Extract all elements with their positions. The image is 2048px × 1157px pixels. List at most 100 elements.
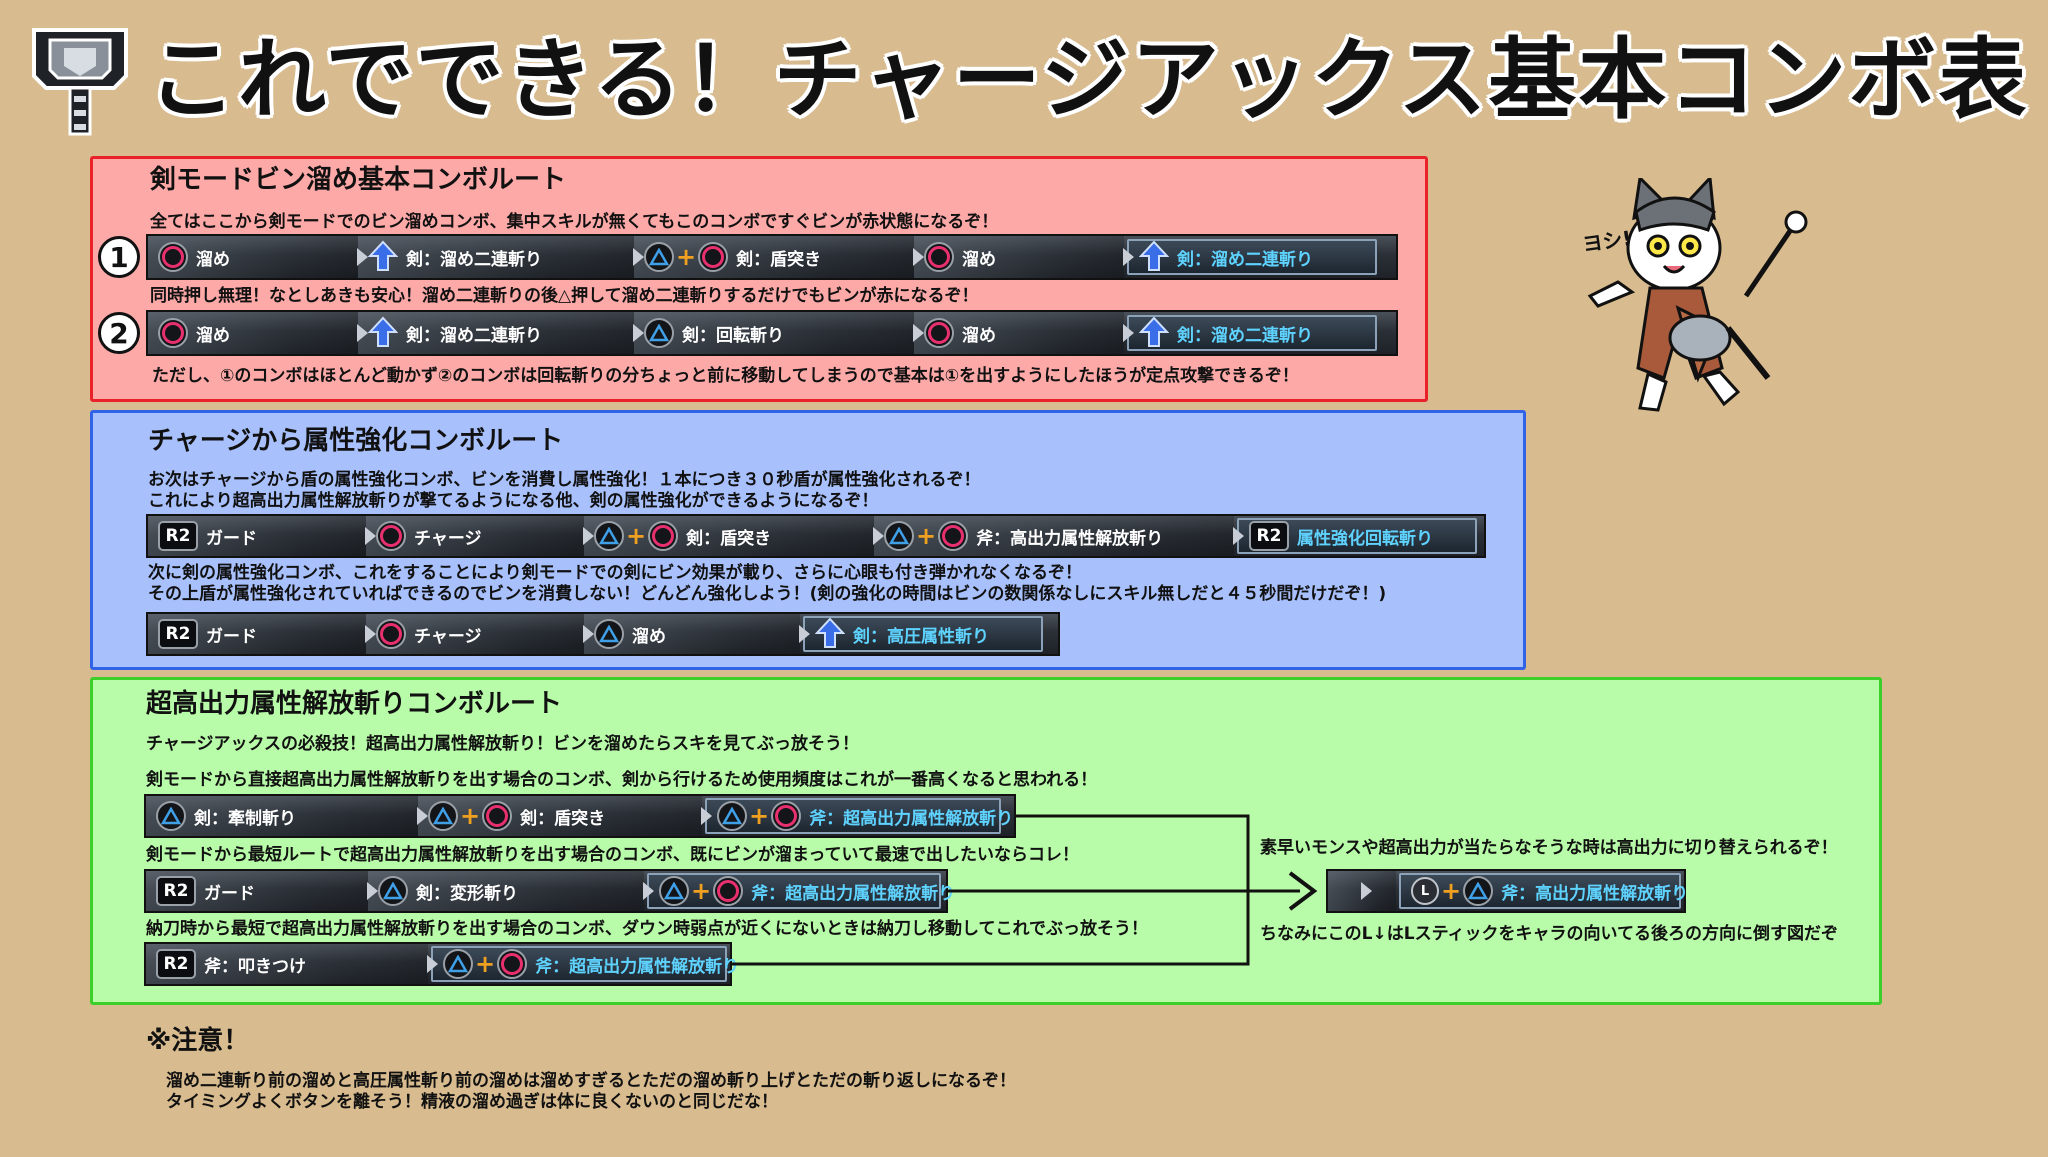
plus-icon: +	[916, 522, 937, 550]
step-arrow-icon	[417, 807, 428, 825]
combo-step: 溜め	[148, 236, 368, 278]
triangle-button-icon	[1463, 876, 1494, 906]
combo-step: 剣：牽制斬り	[146, 796, 428, 836]
circle-button-icon	[771, 801, 802, 831]
circle-button-icon	[497, 949, 528, 979]
plus-icon: +	[1441, 877, 1462, 905]
combo-final-step: 剣：高圧属性斬り	[803, 616, 1043, 652]
stick-up-arrow-icon	[368, 316, 398, 347]
sword-section-desc-2: 同時押し無理！なとしあきも安心！溜め二連斬りの後△押して溜め二連斬りするだけでも…	[150, 286, 979, 306]
combo-final-step: +斧：超高出力属性解放斬り	[647, 873, 955, 909]
combo-step: 剣：回転斬り	[634, 312, 924, 354]
charge-section-desc-4: その上盾が属性強化されていればできるのでビンを消費しない！どんどん強化しよう！(…	[148, 584, 1387, 604]
combo-final-step: 剣：溜め二連斬り	[1127, 315, 1377, 351]
combo-step: +剣：盾突き	[584, 516, 884, 556]
triangle-button-icon	[717, 801, 747, 831]
step-arrow-icon	[913, 248, 924, 266]
plus-icon: +	[749, 802, 770, 830]
plus-icon: +	[676, 243, 697, 271]
sael-section-desc-2: 剣モードから直接超高出力属性解放斬りを出す場合のコンボ、剣から行けるため使用頻度…	[146, 770, 1098, 790]
stick-up-arrow-icon	[1139, 240, 1169, 271]
combo-step: 剣：溜め二連斬り	[358, 236, 644, 278]
step-arrow-icon	[633, 324, 644, 342]
sword-section-desc-1: 全てはここから剣モードでのビン溜めコンボ、集中スキルが無くてもこのコンボですぐビ…	[150, 212, 999, 232]
circle-button-icon	[376, 521, 406, 551]
combo-step: チャージ	[366, 516, 594, 556]
step-arrow-icon	[583, 625, 594, 643]
step-arrow-icon	[367, 882, 378, 900]
charge-axe-crest-icon	[32, 28, 128, 136]
sword-section-title: 剣モードビン溜め基本コンボルート	[150, 165, 567, 195]
combo-number-1: 1	[98, 236, 140, 278]
triangle-button-icon	[594, 521, 624, 551]
step-arrow-icon	[365, 625, 376, 643]
charge-section-desc-3: 次に剣の属性強化コンボ、これをすることにより剣モードでの剣にビン効果が載り、さら…	[148, 563, 1082, 583]
charge-section-desc-1: お次はチャージから盾の属性強化コンボ、ビンを消費し属性強化！１本につき３０秒盾が…	[148, 470, 981, 490]
combo-final-step: L+斧：高出力属性解放斬り	[1399, 873, 1688, 909]
sael-side-combo-bar: L+斧：高出力属性解放斬り	[1326, 869, 1688, 913]
triangle-button-icon	[884, 521, 914, 551]
combo-step: +斧：高出力属性解放斬り	[874, 516, 1244, 556]
step-arrow-icon	[873, 527, 884, 545]
circle-button-icon	[924, 318, 954, 348]
circle-button-icon	[713, 876, 744, 906]
charge-section-desc-2: これにより超高出力属性解放斬りが撃てるようになる他、剣の属性強化ができるようにな…	[148, 491, 879, 511]
sael-section-title: 超高出力属性解放斬りコンボルート	[146, 689, 563, 719]
step-arrow-icon	[427, 955, 438, 973]
circle-button-icon	[648, 521, 679, 551]
sael-section-desc-4: 納刀時から最短で超高出力属性解放斬りを出す場合のコンボ、ダウン時弱点が近くにない…	[146, 919, 1148, 939]
r2-button-icon: R2	[1249, 521, 1289, 551]
sword-combo-2-bar: 溜め 剣：溜め二連斬り 剣：回転斬り 溜め 剣：溜め二連斬り	[146, 310, 1398, 356]
sword-combo-1-bar: 溜め 剣：溜め二連斬り +剣：盾突き 溜め 剣：溜め二連斬り	[146, 234, 1398, 280]
mascot-speech-text: ヨシ!	[1581, 226, 1633, 257]
step-arrow-icon	[701, 807, 712, 825]
combo-final-step: +斧：超高出力属性解放斬り	[431, 946, 739, 982]
step-arrow-icon	[1361, 882, 1372, 900]
step-arrow-icon	[357, 248, 368, 266]
triangle-button-icon	[644, 318, 674, 348]
triangle-button-icon	[659, 876, 689, 906]
stick-up-arrow-icon	[368, 240, 398, 271]
triangle-button-icon	[378, 876, 408, 906]
combo-step: 溜め	[914, 312, 1134, 354]
combo-step: 剣：変形斬り	[368, 871, 654, 911]
r2-button-icon: R2	[158, 521, 198, 551]
sael-side-desc-2: ちなみにこのL↓はLスティックをキャラの向いてる後ろの方向に倒す図だぞ	[1260, 924, 1839, 944]
circle-button-icon	[376, 619, 406, 649]
step-arrow-icon	[633, 248, 644, 266]
work-cat-mascot: ヨシ!	[1581, 178, 1808, 412]
circle-button-icon	[482, 801, 513, 831]
combo-step: 溜め	[584, 614, 810, 654]
r2-button-icon: R2	[156, 949, 196, 979]
plus-icon: +	[475, 950, 496, 978]
step-arrow-icon	[1123, 248, 1134, 266]
combo-step: +剣：盾突き	[418, 796, 712, 836]
plus-icon: +	[626, 522, 647, 550]
step-arrow-icon	[583, 527, 594, 545]
stick-up-arrow-icon	[1139, 316, 1169, 347]
combo-step: +剣：盾突き	[634, 236, 924, 278]
circle-button-icon	[158, 242, 188, 272]
r2-button-icon: R2	[158, 619, 198, 649]
circle-button-icon	[698, 242, 729, 272]
note-title: ※注意！	[146, 1026, 250, 1056]
step-arrow-icon	[643, 882, 654, 900]
plus-icon: +	[460, 802, 481, 830]
circle-button-icon	[924, 242, 954, 272]
step-arrow-icon	[1233, 527, 1244, 545]
sael-section-desc-3: 剣モードから最短ルートで超高出力属性解放斬りを出す場合のコンボ、既にビンが溜まっ…	[146, 845, 1079, 865]
triangle-button-icon	[594, 619, 624, 649]
sael-side-desc-1: 素早いモンスや超高出力が当たらなそうな時は高出力に切り替えられるぞ！	[1260, 838, 1838, 858]
charge-section-title: チャージから属性強化コンボルート	[148, 426, 564, 456]
plus-icon: +	[691, 877, 712, 905]
combo-step: 剣：溜め二連斬り	[358, 312, 644, 354]
sword-section-desc-3: ただし、①のコンボはほとんど動かず②のコンボは回転斬りの分ちょっと前に移動してし…	[152, 366, 1299, 386]
triangle-button-icon	[156, 801, 186, 831]
step-arrow-icon	[913, 324, 924, 342]
combo-final-step: +斧：超高出力属性解放斬り	[705, 798, 1013, 834]
